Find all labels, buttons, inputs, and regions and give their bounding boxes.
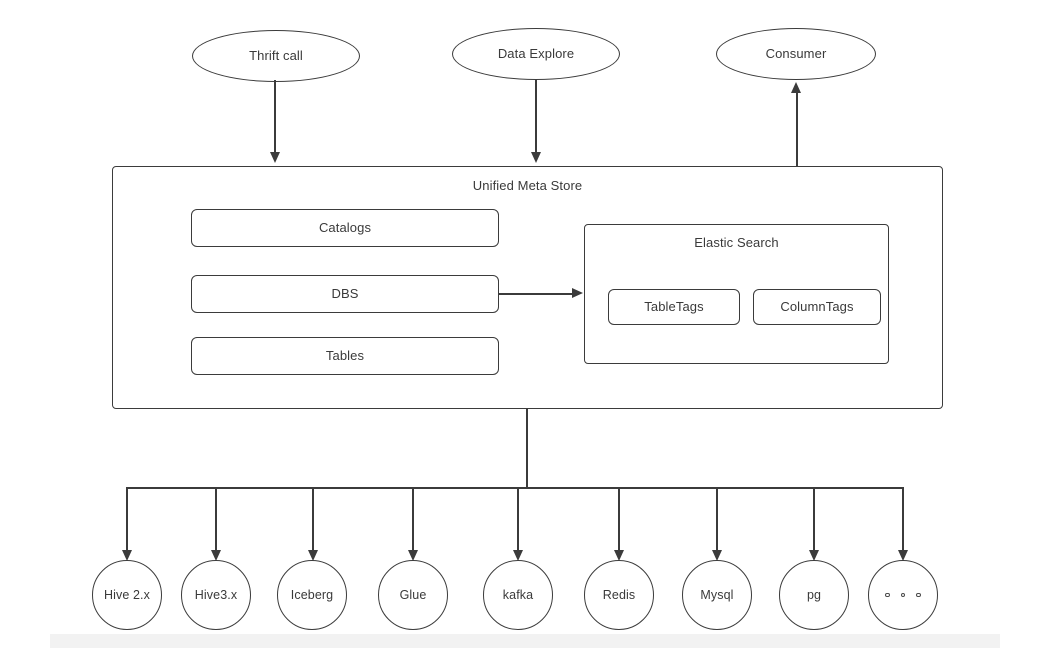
entity-box-tables[interactable]: Tables	[191, 337, 499, 375]
source-node-hive2[interactable]: Hive 2.x	[92, 560, 162, 630]
source-node-kafka[interactable]: kafka	[483, 560, 553, 630]
bottom-strip	[50, 634, 1000, 648]
arrowhead-mysql	[712, 550, 722, 561]
client-label-data-explore: Data Explore	[497, 46, 575, 62]
entity-label-tables: Tables	[325, 348, 365, 364]
source-label-mysql: Mysql	[700, 587, 734, 602]
connector-meta-store-trunk	[526, 409, 528, 488]
arrowhead-thrift-call-to-meta-store	[270, 152, 280, 163]
source-label-kafka: kafka	[502, 587, 534, 602]
branch-line-hive3	[215, 487, 217, 553]
elastic-search-title: Elastic Search	[694, 235, 779, 250]
source-node-glue[interactable]: Glue	[378, 560, 448, 630]
index-box-column-tags[interactable]: ColumnTags	[753, 289, 881, 325]
source-label-hive3: Hive3.x	[194, 587, 238, 602]
connector-source-bus	[127, 487, 904, 489]
unified-meta-store-title: Unified Meta Store	[472, 178, 583, 193]
source-label-hive2: Hive 2.x	[104, 587, 150, 602]
branch-line-pg	[813, 487, 815, 553]
branch-line-hive2	[126, 487, 128, 553]
branch-line-redis	[618, 487, 620, 553]
client-label-thrift-call: Thrift call	[249, 48, 303, 64]
arrowhead-glue	[408, 550, 418, 561]
source-label-redis: Redis	[602, 587, 636, 602]
dot-ring-1	[885, 592, 890, 598]
entity-label-dbs: DBS	[331, 286, 359, 302]
source-label-glue: Glue	[399, 587, 427, 602]
connector-meta-store-to-consumer	[796, 91, 798, 166]
arrowhead-kafka	[513, 550, 523, 561]
client-node-consumer[interactable]: Consumer	[716, 28, 876, 80]
arrowhead-hive3	[211, 550, 221, 561]
dot-ring-3	[916, 592, 921, 598]
index-box-table-tags[interactable]: TableTags	[608, 289, 740, 325]
connector-thrift-call-to-meta-store	[274, 80, 276, 154]
client-label-consumer: Consumer	[765, 46, 827, 62]
connector-data-explore-to-meta-store	[535, 79, 537, 154]
arrowhead-hive2	[122, 550, 132, 561]
source-label-iceberg: Iceberg	[290, 587, 334, 602]
arrowhead-dbs-to-elastic-search	[572, 288, 583, 298]
entity-box-catalogs[interactable]: Catalogs	[191, 209, 499, 247]
index-label-column-tags: ColumnTags	[780, 299, 854, 315]
source-node-more[interactable]	[868, 560, 938, 630]
index-label-table-tags: TableTags	[644, 299, 704, 315]
entity-box-dbs[interactable]: DBS	[191, 275, 499, 313]
ellipsis-dots-icon	[885, 592, 921, 598]
source-node-pg[interactable]: pg	[779, 560, 849, 630]
client-node-thrift-call[interactable]: Thrift call	[192, 30, 360, 82]
branch-line-glue	[412, 487, 414, 553]
arrowhead-pg	[809, 550, 819, 561]
source-node-mysql[interactable]: Mysql	[682, 560, 752, 630]
source-label-pg: pg	[806, 587, 822, 602]
arrowhead-meta-store-to-consumer	[791, 82, 801, 93]
source-node-hive3[interactable]: Hive3.x	[181, 560, 251, 630]
entity-label-catalogs: Catalogs	[318, 220, 372, 236]
branch-line-mysql	[716, 487, 718, 553]
branch-line-kafka	[517, 487, 519, 553]
arrowhead-redis	[614, 550, 624, 561]
branch-line-iceberg	[312, 487, 314, 553]
branch-line-more	[902, 487, 904, 553]
arrowhead-more	[898, 550, 908, 561]
connector-dbs-to-elastic-search	[499, 293, 573, 295]
arrowhead-iceberg	[308, 550, 318, 561]
source-node-redis[interactable]: Redis	[584, 560, 654, 630]
dot-ring-2	[900, 592, 906, 598]
arrowhead-data-explore-to-meta-store	[531, 152, 541, 163]
client-node-data-explore[interactable]: Data Explore	[452, 28, 620, 80]
source-node-iceberg[interactable]: Iceberg	[277, 560, 347, 630]
